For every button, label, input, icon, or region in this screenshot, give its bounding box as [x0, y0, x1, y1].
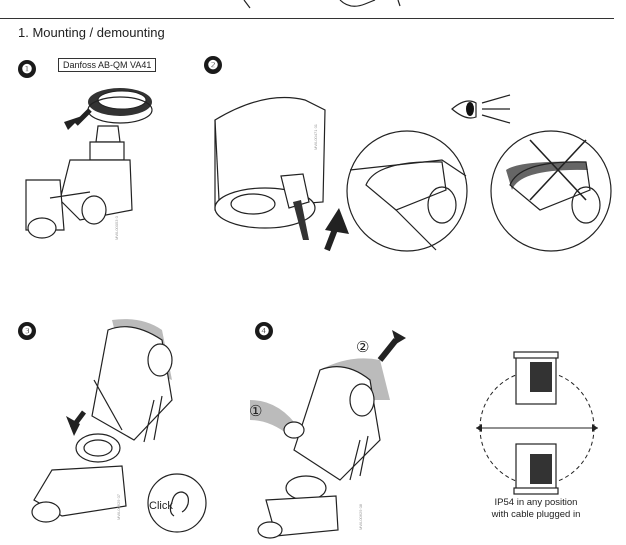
step-1-valve-illustration: MWL00053 0	[25, 88, 153, 240]
step-1-badge: ❶	[18, 60, 36, 78]
valve-model-label: Danfoss AB-QM VA41	[58, 58, 157, 72]
step-2-badge: ❷	[204, 56, 222, 74]
step-3-badge: ❸	[18, 322, 36, 340]
step-2-actuator-illustration: MWL00471 01	[214, 97, 349, 252]
click-sound-icon: Click	[147, 473, 207, 533]
step-3-drawing-code: MWL00629 07	[116, 493, 121, 520]
section-title: 1. Mounting / demounting	[18, 25, 165, 40]
connector-detail-incorrect	[490, 130, 612, 252]
step-4-actuator-remove-illustration: MWL00629 08	[250, 358, 390, 539]
caption-line-1: IP54 in any position	[494, 497, 578, 508]
step-4-badge: ❹	[255, 322, 273, 340]
orientation-diagram	[476, 351, 598, 495]
step-4-lift-arrow-icon	[377, 330, 406, 362]
visual-inspection-eye-icon	[451, 94, 511, 124]
click-label: Click	[149, 500, 173, 512]
caption-line-2: with cable plugged in	[491, 509, 581, 520]
orientation-caption: IP54 in any position with cable plugged …	[468, 497, 604, 521]
step-2-drawing-code: MWL00471 01	[313, 123, 318, 150]
step-1-drawing-code: MWL00053 0	[114, 215, 119, 240]
step-4-drawing-code: MWL00629 08	[358, 503, 363, 530]
section-divider	[0, 18, 614, 19]
step-4-substep-2-marker: ②	[356, 339, 370, 356]
step-4-substep-1-marker: ①	[249, 403, 263, 420]
step-3-actuator-mount-illustration: MWL00629 07	[31, 319, 173, 523]
top-illustration-fragment	[243, 0, 401, 9]
connector-detail-correct	[346, 130, 468, 252]
